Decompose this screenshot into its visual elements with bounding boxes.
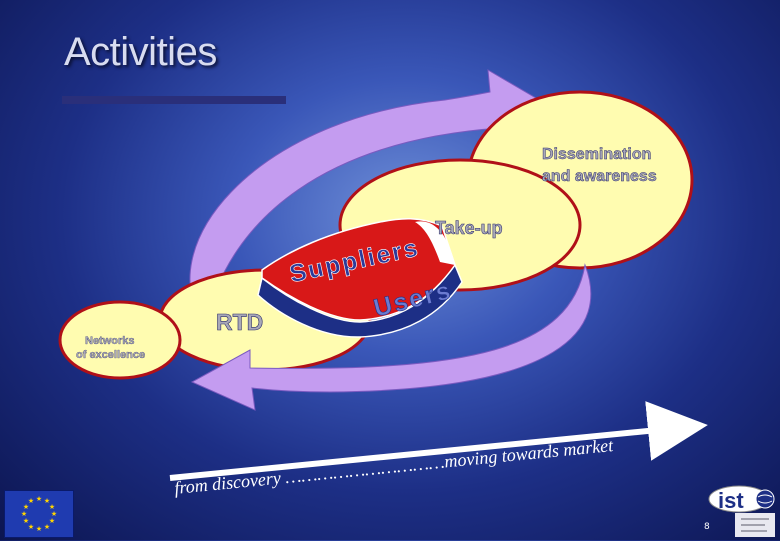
svg-text:★: ★ <box>28 523 34 531</box>
svg-text:★: ★ <box>23 517 29 525</box>
page-number: 8 <box>704 522 710 532</box>
networks-label-line2: of excellence <box>76 349 145 361</box>
ist-logo-text: ist <box>718 488 744 513</box>
svg-text:★: ★ <box>51 510 57 518</box>
svg-text:★: ★ <box>49 517 55 525</box>
dissemination-label-line1: Dissemination <box>542 146 651 163</box>
svg-text:★: ★ <box>49 503 55 511</box>
networks-ellipse <box>58 300 182 380</box>
svg-text:★: ★ <box>36 525 42 533</box>
ist-logo-graphic <box>708 485 775 537</box>
svg-text:★: ★ <box>28 497 34 505</box>
suppliers-band <box>261 217 456 321</box>
rtd-label: RTD <box>216 309 263 335</box>
band-fold <box>415 221 455 265</box>
cycle-arrow-bottom <box>190 263 592 411</box>
networks-label-line1: Networks <box>85 335 135 347</box>
cycle-arrow-top <box>189 69 566 327</box>
svg-text:★: ★ <box>21 510 27 518</box>
users-band <box>257 263 463 338</box>
discovery-market-text: from discovery …………………………moving towards … <box>173 435 615 498</box>
svg-text:★: ★ <box>23 503 29 511</box>
takeup-label: Take-up <box>435 218 503 238</box>
dissemination-label-line2: and awareness <box>542 168 657 185</box>
svg-text:★: ★ <box>44 523 50 531</box>
eu-flag-logo: ★ ★ ★ ★ ★ ★ ★ ★ ★ ★ ★ ★ <box>4 490 74 538</box>
discovery-market-arrow <box>169 401 708 481</box>
page-title: Activities <box>64 30 217 74</box>
svg-text:★: ★ <box>36 495 42 503</box>
ist-logo <box>705 485 777 537</box>
title-underline <box>62 96 286 104</box>
svg-text:★: ★ <box>44 497 50 505</box>
eu-stars-icon: ★ ★ ★ ★ ★ ★ ★ ★ ★ ★ ★ ★ <box>21 495 57 533</box>
